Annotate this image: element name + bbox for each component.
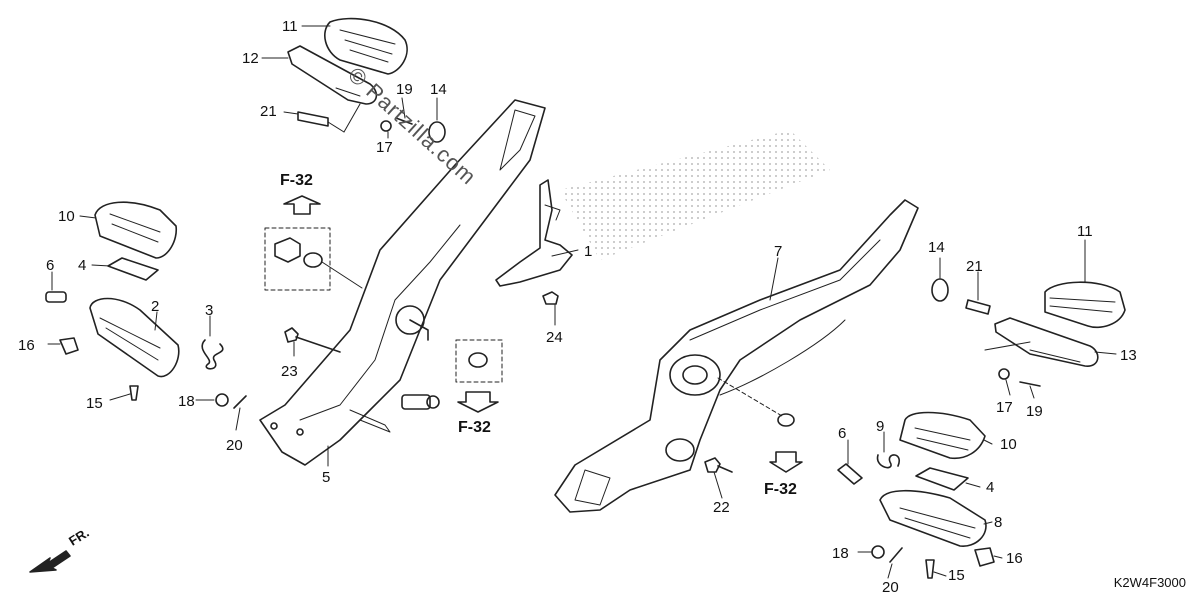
callout-10-right: 10 — [1000, 436, 1017, 453]
callout-14-left: 14 — [430, 81, 447, 98]
callout-12: 12 — [242, 50, 259, 67]
callout-23: 23 — [281, 363, 298, 380]
left-pillion-holder-12 — [287, 45, 378, 105]
right-plate-4 — [915, 467, 969, 491]
right-pin-6 — [837, 463, 863, 485]
callout-1: 1 — [584, 243, 593, 260]
left-plate-4 — [107, 257, 159, 281]
callout-17-right: 17 — [996, 399, 1013, 416]
right-step-bracket-7 — [554, 199, 919, 513]
right-pillion-holder-13 — [994, 317, 1099, 367]
left-bolt-23 — [284, 327, 299, 343]
callout-10-left: 10 — [58, 208, 75, 225]
left-collar-washer — [303, 252, 323, 268]
callout-16-right: 16 — [1006, 550, 1023, 567]
callout-7: 7 — [774, 243, 783, 260]
left-cotter-pin-19 — [395, 117, 413, 125]
callout-20-right: 20 — [882, 579, 899, 596]
ref-f32-left-top: F-32 — [280, 172, 313, 189]
callout-22: 22 — [713, 499, 730, 516]
callout-2: 2 — [151, 298, 160, 315]
left-cotter-20 — [233, 395, 247, 409]
right-bolt-15 — [925, 559, 935, 579]
right-pin-21 — [965, 299, 991, 315]
left-plug-16 — [59, 337, 79, 355]
left-footpeg-rubber-10 — [94, 201, 178, 259]
left-washer-17 — [380, 120, 392, 132]
right-bolt-22 — [704, 457, 721, 473]
callout-17-left: 17 — [376, 139, 393, 156]
right-washer-17 — [998, 368, 1010, 380]
diagram-code: K2W4F3000 — [1113, 575, 1186, 590]
left-bolt-15 — [129, 385, 139, 401]
right-cotter-19 — [1019, 381, 1041, 387]
left-pivot-shaft — [409, 319, 429, 341]
bolt-24 — [542, 291, 559, 305]
callout-18-left: 18 — [178, 393, 195, 410]
right-pillion-rubber-11 — [1044, 281, 1126, 329]
callout-19-right: 19 — [1026, 403, 1043, 420]
callout-4-left: 4 — [78, 257, 87, 274]
left-pin-6 — [45, 291, 67, 303]
callout-21-left: 21 — [260, 103, 277, 120]
callout-8: 8 — [994, 514, 1003, 531]
callout-5: 5 — [322, 469, 331, 486]
right-footpeg-rubber-10 — [899, 411, 986, 460]
f32-down-arrow-right — [769, 451, 803, 473]
callout-3: 3 — [205, 302, 214, 319]
brake-bracket-1 — [495, 179, 573, 287]
front-arrow — [29, 550, 71, 573]
watermark-dots — [560, 130, 830, 260]
left-pillion-rubber-11 — [324, 17, 408, 75]
callout-6-left: 6 — [46, 257, 55, 274]
f32-down-arrow-left — [457, 391, 499, 413]
callout-11-right: 11 — [1077, 223, 1093, 240]
left-step-bracket-5 — [259, 99, 546, 466]
callout-19-left: 19 — [396, 81, 413, 98]
callout-6-right: 6 — [838, 425, 847, 442]
callout-18-right: 18 — [832, 545, 849, 562]
right-footpeg-8 — [879, 489, 987, 547]
left-pin-21 — [297, 111, 329, 127]
callout-11-left: 11 — [282, 18, 298, 35]
left-spring-3 — [201, 339, 224, 370]
left-footpeg-2 — [89, 297, 180, 378]
callout-9: 9 — [876, 418, 885, 435]
right-ring-14 — [931, 278, 949, 302]
left-ring-14 — [428, 121, 446, 143]
right-spring-9 — [876, 454, 901, 469]
ref-f32-right: F-32 — [764, 481, 797, 498]
right-plug-16 — [974, 547, 995, 567]
f32-up-arrow — [283, 195, 321, 215]
callout-4-right: 4 — [986, 479, 995, 496]
right-washer-18 — [871, 545, 885, 559]
callout-21-right: 21 — [966, 258, 983, 275]
left-collar — [274, 237, 301, 263]
callout-14-right: 14 — [928, 239, 945, 256]
callout-20-left: 20 — [226, 437, 243, 454]
callout-15-right: 15 — [948, 567, 965, 584]
callout-24: 24 — [546, 329, 563, 346]
callout-16-left: 16 — [18, 337, 35, 354]
left-washer-18 — [215, 393, 229, 407]
callout-15-left: 15 — [86, 395, 103, 412]
callout-13: 13 — [1120, 347, 1137, 364]
right-cotter-20 — [889, 547, 903, 563]
ref-f32-left-bottom: F-32 — [458, 419, 491, 436]
